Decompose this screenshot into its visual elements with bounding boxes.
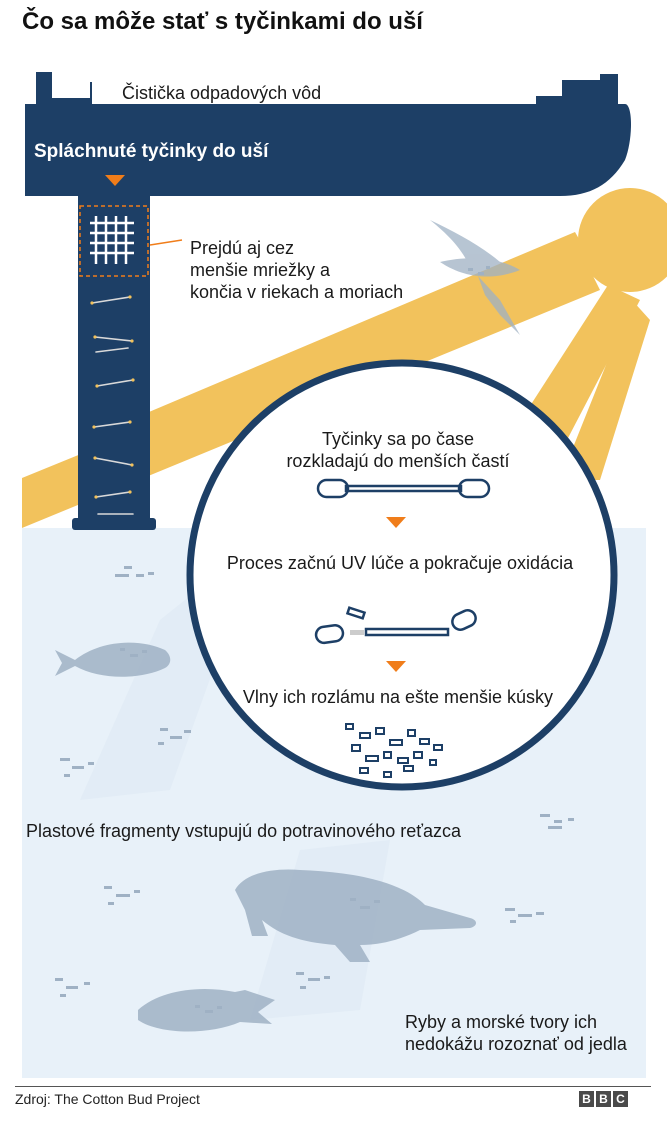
page-title: Čo sa môže stať s tyčinkami do uší [22,8,423,35]
logo-letter: C [613,1091,628,1107]
step-decompose-line: Tyčinky sa po čase [321,429,475,449]
pipe-bud-tips [90,295,135,499]
seagull-icon [430,220,520,335]
treatment-plant-building [25,72,631,196]
step-decompose-line: rozkladajú do menších častí [286,451,510,471]
down-arrow-icon [105,175,125,186]
fish-note: Ryby a morské tvory ich nedokážu rozozna… [405,1011,627,1055]
grid-note: Prejdú aj cez menšie mriežky a končia v … [190,237,403,303]
fish-icon [55,642,171,677]
down-arrow-icon [386,517,406,528]
sun-icon [578,188,667,292]
sun-ray [130,232,590,460]
turtle-icon [235,869,476,962]
footer-divider [15,1086,651,1087]
step-decompose: Tyčinky sa po čase rozkladajú do menších… [268,428,528,472]
sea-plastic-specks [55,266,574,1013]
grid-filter-icon [90,216,134,264]
grid-note-line: končia v riekach a moriach [190,282,404,302]
leader-line [149,239,183,246]
outflow-pipe [78,196,150,522]
sun-ray [560,300,650,480]
source-credit: Zdroj: The Cotton Bud Project [15,1091,200,1107]
degradation-circle [186,359,618,791]
grid-note-line: menšie mriežky a [190,260,331,280]
step-uv-oxidation: Proces začnú UV lúče a pokračuje oxidáci… [226,553,574,573]
bud-fragment-gray [350,630,364,635]
treatment-plant-label: Čistička odpadových vôd [122,83,322,103]
plastic-fragments-icon [345,723,443,778]
fish-note-line: Ryby a morské tvory ich [405,1012,598,1032]
cotton-bud-icon [316,478,491,499]
food-chain-label: Plastové fragmenty vstupujú do potravino… [26,821,461,841]
bbc-logo: B B C [579,1091,628,1107]
flushed-cotton-buds-label: Spláchnuté tyčinky do uší [34,141,269,162]
grid-note-line: Prejdú aj cez [190,238,295,258]
pipe-foot [72,518,156,530]
broken-cotton-bud-icon [314,606,477,645]
pipe-cotton-buds [91,296,134,515]
grid-filter-box [79,205,149,277]
logo-letter: B [579,1091,594,1107]
fish-note-line: nedokážu rozoznať od jedla [405,1034,627,1054]
step-waves: Vlny ich rozlámu na ešte menšie kúsky [242,687,554,707]
logo-letter: B [596,1091,611,1107]
down-arrow-icon [386,661,406,672]
